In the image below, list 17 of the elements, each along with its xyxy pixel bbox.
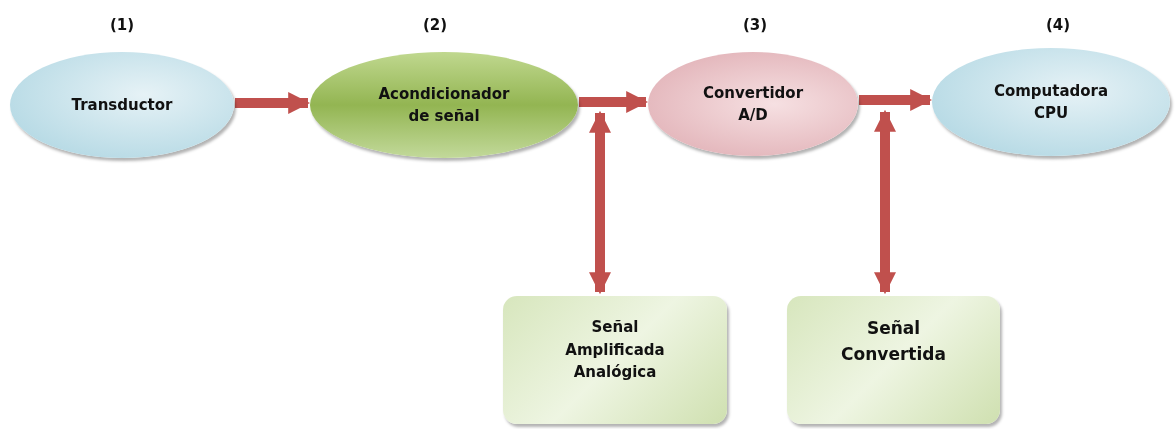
arrow — [235, 92, 311, 114]
node-label: Computadora CPU — [992, 80, 1110, 124]
step-number: (2) — [422, 16, 448, 34]
process-box — [503, 296, 727, 424]
process-box — [787, 296, 1000, 424]
arrow — [874, 109, 896, 295]
node-label: Señal Amplificada Analógica — [564, 317, 666, 383]
arrow — [589, 110, 611, 295]
node-label: Señal Convertida — [840, 317, 947, 366]
arrow — [579, 91, 649, 113]
node-label: Transductor — [71, 94, 173, 116]
step-number: (4) — [1045, 16, 1071, 34]
node-label: Convertidor A/D — [701, 82, 805, 126]
node-label: Acondicionador de señal — [377, 83, 511, 127]
step-number: (3) — [742, 16, 768, 34]
arrow — [859, 89, 933, 111]
step-number: (1) — [109, 16, 135, 34]
